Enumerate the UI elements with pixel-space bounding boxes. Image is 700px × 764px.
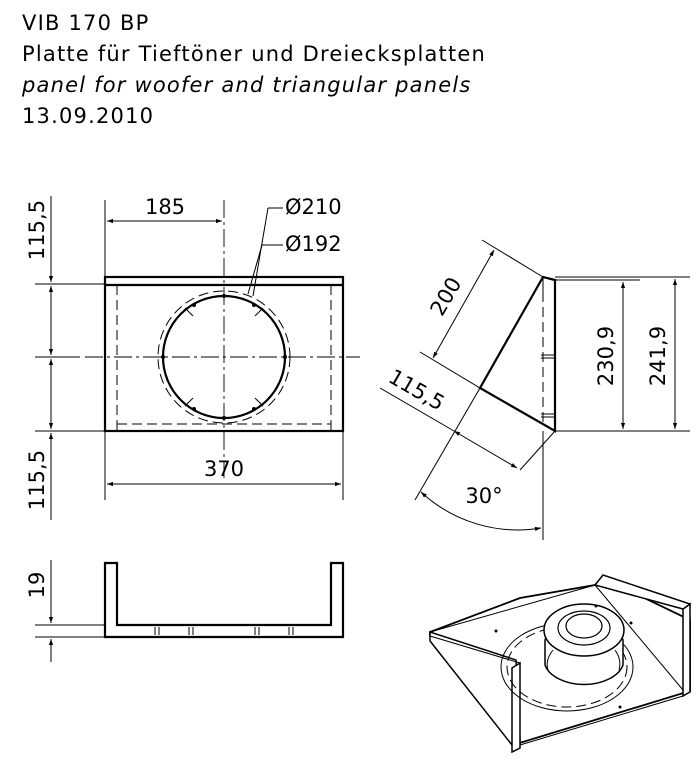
title-german: Platte für Tieftöner und Dreiecksplatten (22, 42, 487, 66)
front-view-dimensions: 185 Ø210 Ø192 115,5 115,5 370 (25, 195, 344, 520)
dimension-115-5-side: 115,5 (384, 365, 448, 416)
bottom-view (103, 561, 345, 639)
front-view (85, 200, 360, 478)
dimension-dia192: Ø192 (285, 232, 342, 256)
triangular-panel-outline (478, 275, 557, 433)
dimension-angle-30: 30° (465, 484, 502, 508)
dimension-241-9: 241,9 (646, 326, 670, 386)
dimension-185: 185 (145, 195, 185, 219)
dimension-dia210: Ø210 (285, 195, 342, 219)
title-english: panel for woofer and triangular panels (22, 73, 472, 97)
drawing-number: VIB 170 BP (22, 11, 150, 35)
dimension-200: 200 (426, 273, 467, 320)
title-block: VIB 170 BP Platte für Tieftöner und Drei… (22, 8, 486, 132)
bottom-view-dimensions: 19 (25, 560, 105, 662)
drawing-date: 13.09.2010 (22, 104, 155, 128)
dimension-19: 19 (25, 572, 49, 599)
dimension-115-5-bottom: 115,5 (25, 450, 49, 510)
dimension-115-5-top: 115,5 (25, 200, 49, 260)
dimension-230-9: 230,9 (594, 326, 618, 386)
panel-outline (103, 275, 345, 433)
dimension-370: 370 (204, 457, 244, 481)
side-view-dimensions: 200 115,5 230,9 241,9 30° (379, 239, 690, 540)
side-view (478, 275, 557, 433)
isometric-view (429, 574, 692, 754)
u-profile-outline (103, 561, 345, 639)
